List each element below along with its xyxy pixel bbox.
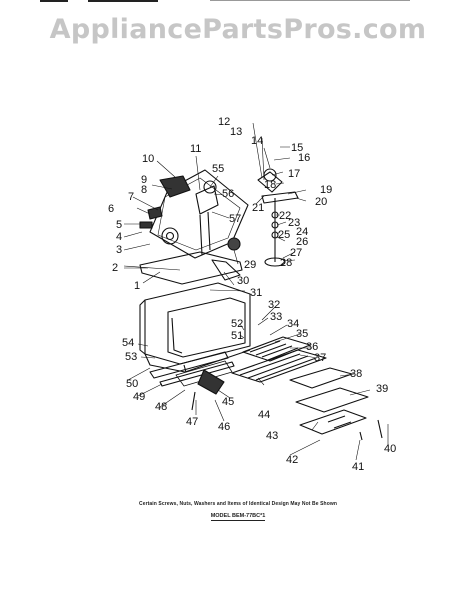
callout-51: 51 [231,330,243,342]
callout-30: 30 [237,275,249,287]
callout-38: 38 [350,368,362,380]
callout-33: 33 [270,311,282,323]
callout-9: 9 [141,174,147,186]
callout-labels: 1 2 3 4 5 6 7 8 9 10 11 12 13 14 15 16 1… [108,116,396,473]
callout-5: 5 [116,219,122,231]
callout-8: 8 [141,184,147,196]
callout-44: 44 [258,409,270,421]
callout-25: 25 [278,229,290,241]
callout-42: 42 [286,454,298,466]
callout-48: 48 [155,401,167,413]
broiler-rack [231,336,327,383]
footnote-text: Certain Screws, Nuts, Washers and Items … [138,501,337,507]
callout-13: 13 [230,126,242,138]
callout-53: 53 [125,351,137,363]
callout-3: 3 [116,244,122,256]
small-parts [175,360,383,441]
bottom-plate [139,251,243,285]
callout-50: 50 [126,378,138,390]
callout-45: 45 [222,396,234,408]
callout-15: 15 [291,142,303,154]
callout-17: 17 [288,168,300,180]
callout-47: 47 [186,416,198,428]
header-rule [40,0,440,3]
callout-12: 12 [218,116,230,128]
callout-4: 4 [116,231,122,243]
callout-57: 57 [229,213,241,225]
callout-41: 41 [352,461,364,473]
callout-23: 23 [288,217,300,229]
callout-21: 21 [252,202,264,214]
callout-43: 43 [266,430,278,442]
callout-40: 40 [384,443,396,455]
callout-24: 24 [296,226,308,238]
top-panel-assembly [139,169,249,259]
callout-55: 55 [212,163,224,175]
callout-39: 39 [376,383,388,395]
callout-29: 29 [244,259,256,271]
model-label-text: MODEL BEM-77BC*1 [210,513,266,521]
watermark-text: AppliancePartsPros.com [49,14,427,45]
callout-34: 34 [287,318,299,330]
callout-32: 32 [268,299,280,311]
model-label: MODEL BEM-77BC*1 [0,513,476,521]
callout-6: 6 [108,203,114,215]
callout-26: 26 [296,236,308,248]
callout-1: 1 [134,280,140,292]
callout-2: 2 [112,262,118,274]
oven-cavity [139,282,251,373]
callout-52: 52 [231,318,243,330]
callout-27: 27 [290,247,302,259]
callout-22: 22 [279,210,291,222]
callout-7: 7 [128,191,134,203]
callout-56: 56 [222,188,234,200]
callout-35: 35 [296,328,308,340]
callout-37: 37 [314,352,326,364]
callout-54: 54 [122,337,134,349]
callout-20: 20 [315,196,327,208]
callout-28: 28 [280,257,292,269]
callout-36: 36 [306,341,318,353]
callout-19: 19 [320,184,332,196]
callout-14: 14 [251,135,263,147]
callout-31: 31 [250,287,262,299]
callout-16: 16 [298,152,310,164]
callout-11: 11 [190,143,201,155]
callout-46: 46 [218,421,230,433]
callout-49: 49 [133,391,145,403]
callout-10: 10 [142,153,154,165]
callout-18: 18 [264,179,276,191]
